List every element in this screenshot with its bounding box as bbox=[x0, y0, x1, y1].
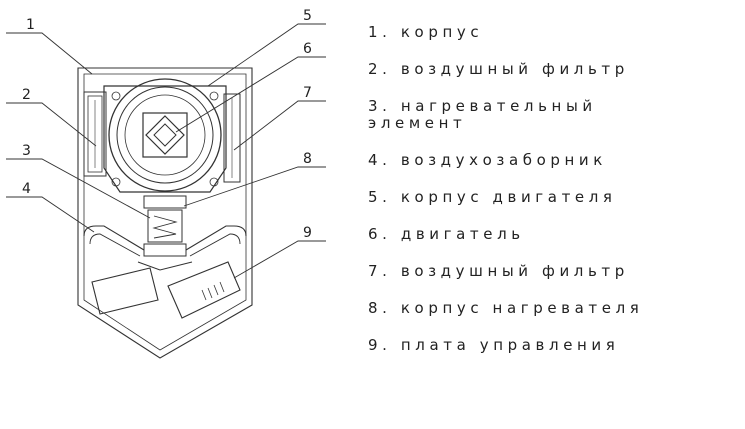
legend-item-9: 9. плата управления bbox=[368, 336, 620, 354]
callout-6: 6 bbox=[303, 41, 312, 57]
motor-housing bbox=[103, 78, 227, 193]
housing-outline bbox=[77, 67, 253, 359]
callout-4: 4 bbox=[22, 181, 31, 197]
legend-item-1: 1. корпус bbox=[368, 23, 484, 41]
callout-8: 8 bbox=[303, 151, 312, 167]
legend-item-3: 3. нагревательный элемент bbox=[368, 97, 597, 132]
heating-element bbox=[143, 195, 187, 257]
legend-item-8: 8. корпус нагревателя bbox=[368, 299, 644, 317]
air-intake bbox=[83, 225, 247, 271]
legend-item-4: 4. воздухозаборник bbox=[368, 151, 607, 169]
legend-item-2: 2. воздушный фильтр bbox=[368, 60, 629, 78]
motor bbox=[142, 112, 188, 158]
callout-1: 1 bbox=[26, 17, 35, 33]
leader-lines bbox=[6, 23, 326, 279]
left-filter bbox=[83, 91, 107, 177]
callout-5: 5 bbox=[303, 8, 312, 24]
callout-2: 2 bbox=[22, 87, 31, 103]
callout-9: 9 bbox=[303, 225, 312, 241]
housing-inner-outline bbox=[83, 73, 247, 351]
callout-7: 7 bbox=[303, 85, 312, 101]
parts-legend: 1. корпус 2. воздушный фильтр 3. нагрева… bbox=[368, 24, 740, 354]
device-diagram: 1 2 3 4 5 6 7 8 9 bbox=[6, 8, 326, 359]
right-filter bbox=[223, 93, 241, 183]
control-board bbox=[167, 261, 241, 319]
legend-item-6: 6. двигатель bbox=[368, 225, 525, 243]
lower-left-cover bbox=[91, 267, 159, 315]
callout-3: 3 bbox=[22, 143, 31, 159]
legend-item-7: 7. воздушный фильтр bbox=[368, 262, 629, 280]
legend-item-5: 5. корпус двигателя bbox=[368, 188, 617, 206]
